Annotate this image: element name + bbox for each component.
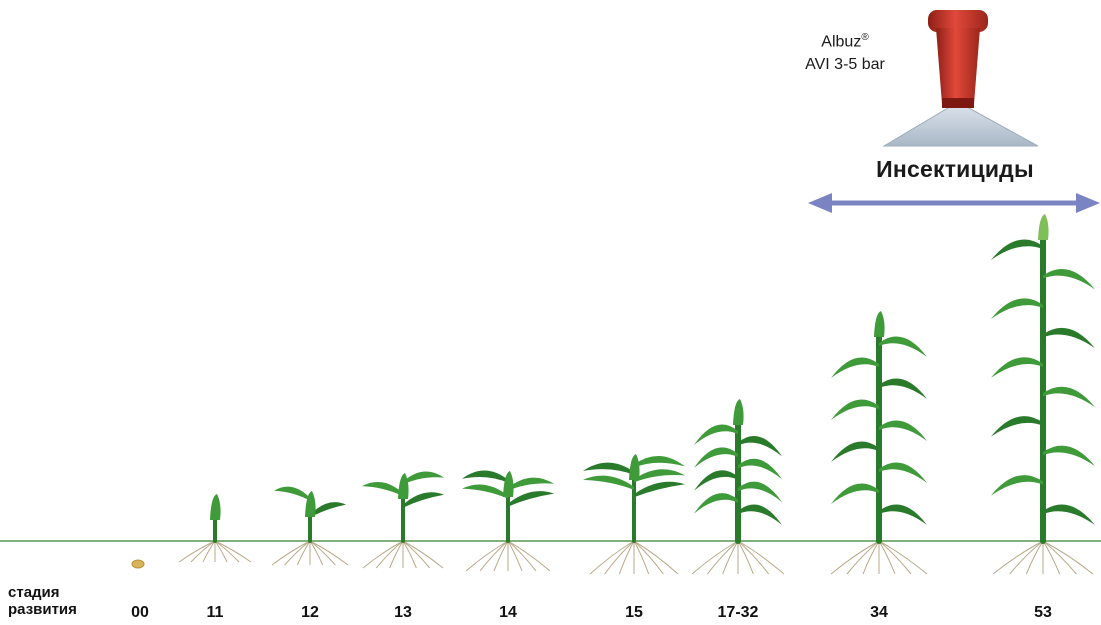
stage-label-13: 13	[394, 604, 412, 621]
leaf	[738, 458, 782, 480]
nozzle-label: Albuz® AVI 3-5 bar	[770, 26, 920, 76]
leaf	[991, 475, 1043, 496]
top-leaf	[210, 494, 221, 520]
top-leaf	[503, 471, 514, 497]
leaf	[879, 504, 927, 525]
nozzle-body	[936, 28, 980, 104]
leaf	[694, 424, 738, 445]
leaf	[991, 298, 1043, 319]
registered-mark: ®	[861, 32, 869, 43]
leaf	[403, 492, 444, 508]
plant-stage-53	[991, 214, 1095, 575]
nozzle-brand: Albuz	[821, 33, 862, 51]
plant-stage-15	[583, 454, 685, 575]
leaf	[879, 420, 927, 441]
roots-icon	[271, 540, 349, 566]
roots-icon	[992, 540, 1094, 575]
leaf	[362, 481, 403, 497]
plant-stage-17-32	[691, 399, 785, 575]
stage-label-17-32: 17-32	[717, 604, 759, 621]
leaf	[634, 455, 685, 468]
stage-label-34: 34	[870, 604, 888, 621]
leaf	[738, 504, 782, 525]
nozzle-icon	[882, 10, 1039, 147]
stage-label-00: 00	[131, 604, 149, 621]
leaf	[738, 481, 782, 503]
leaf	[310, 502, 346, 518]
leaf	[634, 469, 685, 483]
leaf	[694, 493, 738, 514]
roots-icon	[178, 540, 252, 563]
roots-icon	[830, 540, 928, 575]
leaf	[274, 486, 310, 501]
stage-label-53: 53	[1034, 604, 1052, 621]
leaf	[831, 399, 879, 420]
leaf	[634, 481, 685, 498]
leaf	[462, 470, 508, 483]
leaf	[831, 441, 879, 462]
plant-stage-34	[830, 311, 928, 575]
stage-label-12: 12	[301, 604, 319, 621]
leaf	[583, 475, 634, 490]
plant-stage-14	[462, 470, 554, 572]
leaf	[583, 462, 634, 475]
top-leaf	[305, 491, 316, 517]
stage-axis-title: стадия развития	[8, 584, 77, 618]
leaf	[879, 336, 927, 357]
stage-label-11: 11	[206, 604, 224, 621]
leaf	[879, 378, 927, 399]
leaf	[831, 483, 879, 504]
nozzle-spray-cone	[882, 101, 1039, 147]
leaf	[1043, 327, 1095, 349]
leaf	[694, 470, 738, 491]
stage-label-14: 14	[499, 604, 517, 621]
treatment-double-arrow	[808, 193, 1100, 213]
leaf	[462, 484, 508, 499]
leaf	[738, 435, 782, 457]
leaf	[991, 416, 1043, 437]
nozzle-cap	[928, 10, 988, 32]
leaf	[508, 477, 554, 491]
top-leaf	[629, 454, 640, 480]
leaf	[1043, 386, 1095, 408]
plant-stage-11	[178, 494, 252, 563]
nozzle-model: AVI 3-5 bar	[805, 56, 885, 74]
leaf	[1043, 504, 1095, 525]
roots-icon	[362, 540, 444, 569]
top-leaf	[398, 473, 409, 499]
leaf	[879, 462, 927, 483]
seed-icon	[131, 559, 145, 569]
leaf	[1043, 445, 1095, 467]
leaf	[694, 447, 738, 468]
tassel	[1038, 214, 1049, 240]
top-leaf	[874, 311, 885, 337]
leaf	[403, 471, 444, 485]
stage-label-15: 15	[625, 604, 643, 621]
roots-icon	[465, 540, 551, 572]
plants-layer	[131, 214, 1095, 575]
leaf	[991, 357, 1043, 378]
axis-title-line1: стадия	[8, 584, 60, 601]
leaf	[831, 357, 879, 378]
plant-stage-13	[362, 471, 444, 569]
roots-icon	[589, 540, 679, 575]
treatment-label: Инсектициды	[876, 156, 1034, 182]
plant-stage-00	[131, 559, 145, 569]
roots-icon	[691, 540, 785, 575]
leaf	[991, 239, 1043, 260]
plant-stage-12	[271, 486, 349, 566]
top-leaf	[733, 399, 744, 425]
leaf	[508, 491, 554, 507]
leaf	[1043, 268, 1095, 290]
axis-title-line2: развития	[8, 601, 77, 618]
